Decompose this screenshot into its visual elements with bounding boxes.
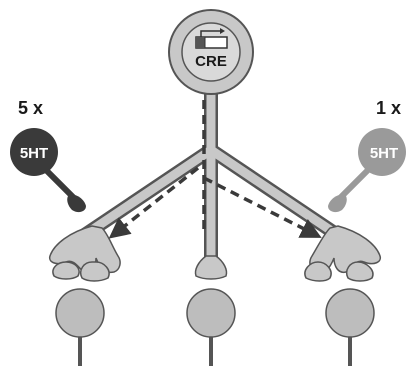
right-stim-count: 1 x	[376, 98, 401, 118]
promoter-gene-icon	[195, 28, 228, 49]
soma: CRE	[168, 9, 254, 95]
left-5ht-terminal	[67, 194, 86, 213]
left-5ht-neuron: 5 x 5HT	[10, 98, 86, 213]
postsynaptic-cells	[55, 288, 375, 366]
postsynaptic-cell-left	[55, 288, 105, 366]
left-5ht-cell-body	[10, 128, 58, 176]
postsynaptic-cell-right	[325, 288, 375, 366]
right-5ht-terminal	[328, 194, 347, 213]
right-5ht-label: 5HT	[370, 145, 398, 162]
right-5ht-neuron: 1 x 5HT	[328, 98, 406, 213]
soma-label: CRE	[195, 53, 227, 70]
axon-branches	[73, 85, 349, 265]
left-synaptic-terminals	[48, 225, 121, 282]
left-stim-count: 5 x	[18, 98, 43, 118]
dashed-arrow-right	[203, 176, 322, 238]
left-5ht-label: 5HT	[20, 145, 48, 162]
postsynaptic-cell-center	[186, 288, 236, 366]
right-5ht-cell-body	[358, 128, 406, 176]
center-synaptic-terminal	[194, 255, 228, 280]
right-synaptic-terminals	[304, 225, 382, 282]
dashed-arrow-left	[108, 166, 200, 239]
dashed-transport-arrows	[108, 100, 322, 239]
